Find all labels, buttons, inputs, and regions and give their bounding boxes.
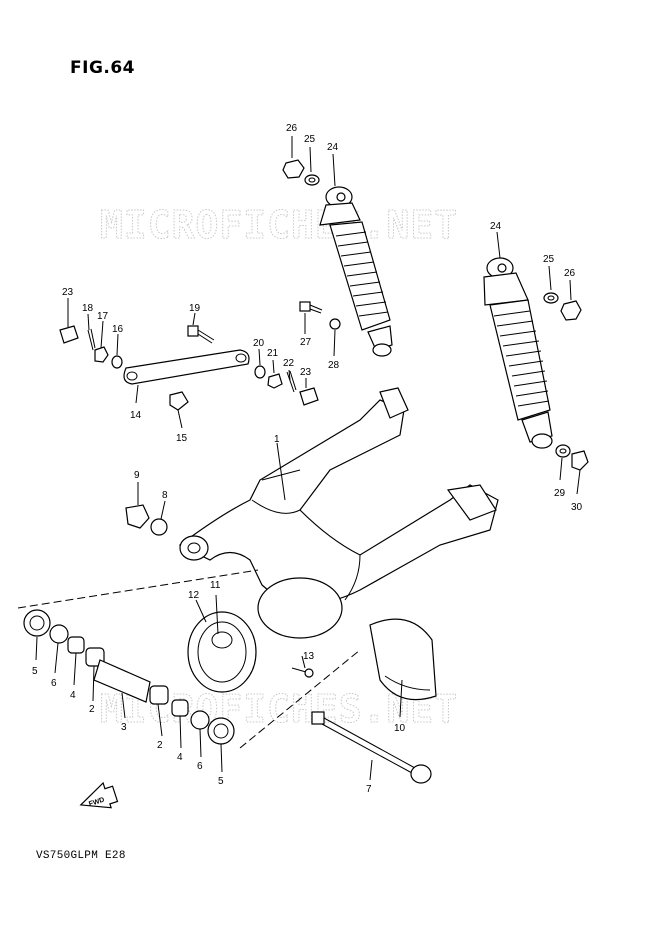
callout-12: 12 (188, 590, 200, 601)
callout-16: 16 (112, 324, 124, 335)
callout-10: 10 (394, 723, 406, 734)
cap-nut-30 (571, 450, 589, 471)
bolt-15 (169, 391, 189, 411)
callout-5: 5 (218, 776, 224, 787)
callout-9: 9 (134, 470, 140, 481)
callout-22: 22 (283, 358, 295, 369)
collar-28 (329, 318, 341, 330)
sleeve-3 (93, 659, 151, 703)
swingarm-1 (178, 387, 499, 639)
collar-8 (150, 518, 168, 536)
callout-29: 29 (554, 488, 566, 499)
screw-13 (291, 667, 314, 678)
callout-7: 7 (366, 784, 372, 795)
torque-link-14 (123, 349, 250, 385)
bolt-19 (187, 325, 215, 344)
nut-9 (125, 504, 150, 529)
seal-5-right (207, 717, 235, 745)
callout-17: 17 (97, 311, 109, 322)
callout-30: 30 (571, 502, 583, 513)
callout-24: 24 (490, 221, 502, 232)
left-shock-absorber (319, 186, 393, 357)
callout-6: 6 (197, 761, 203, 772)
figure-title: FIG.64 (70, 58, 136, 78)
callouts: 26 25 24 24 25 26 23 18 17 16 19 27 28 2… (32, 123, 583, 795)
callout-2: 2 (157, 740, 163, 751)
callout-11: 11 (210, 580, 221, 591)
nut-17 (94, 346, 109, 363)
callout-2: 2 (89, 704, 95, 715)
spacer-4-left (67, 636, 85, 654)
seal-5-left (23, 609, 51, 637)
callout-5: 5 (32, 666, 38, 677)
washer-29 (555, 444, 571, 458)
clamp-11 (211, 631, 233, 649)
assembly-line-bottom (239, 649, 361, 749)
callout-13: 13 (303, 651, 315, 662)
callout-25: 25 (304, 134, 316, 145)
callout-27: 27 (300, 337, 312, 348)
callout-28: 28 (328, 360, 340, 371)
bearing-2-right (149, 685, 169, 705)
callout-24: 24 (327, 142, 339, 153)
callout-23: 23 (300, 367, 312, 378)
shock-nut-26-left (282, 159, 305, 179)
callout-18: 18 (82, 303, 94, 314)
callout-19: 19 (189, 303, 201, 314)
callout-6: 6 (51, 678, 57, 689)
bolt-27 (299, 301, 323, 314)
boot-12 (187, 611, 257, 693)
pivot-axle-7 (311, 711, 432, 784)
washer-6-right (190, 710, 210, 730)
callout-4: 4 (70, 690, 76, 701)
callout-3: 3 (121, 722, 127, 733)
callout-20: 20 (253, 338, 265, 349)
callout-26: 26 (286, 123, 298, 134)
shock-nut-26-right (560, 300, 582, 321)
callout-15: 15 (176, 433, 188, 444)
spacer-4-right (171, 699, 189, 717)
watermark-top: MICROFICHES.NET (100, 203, 458, 247)
callout-8: 8 (162, 490, 168, 501)
fwd-label: FWD (88, 797, 105, 809)
callout-14: 14 (130, 410, 142, 421)
assembly-line-left (17, 569, 259, 609)
callout-1: 1 (274, 434, 280, 445)
washer-6-left (49, 624, 69, 644)
shock-washer-25-left (304, 174, 320, 186)
guard-10 (369, 618, 437, 701)
fwd-arrow-badge: FWD (79, 781, 119, 809)
leader-lines (35, 136, 581, 781)
washer-16 (111, 355, 123, 369)
callout-4: 4 (177, 752, 183, 763)
shock-washer-25-right (543, 292, 559, 304)
cap-23-right (299, 387, 319, 406)
right-shock-absorber (483, 257, 553, 449)
model-code: VS750GLPM E28 (36, 850, 126, 862)
callout-26: 26 (564, 268, 576, 279)
cotter-pin-22 (286, 370, 297, 393)
nut-21 (267, 373, 283, 389)
callout-23: 23 (62, 287, 74, 298)
callout-25: 25 (543, 254, 555, 265)
washer-20 (254, 365, 266, 379)
cap-23-left (59, 325, 79, 344)
cotter-pin-18 (87, 328, 96, 351)
callout-21: 21 (267, 348, 279, 359)
